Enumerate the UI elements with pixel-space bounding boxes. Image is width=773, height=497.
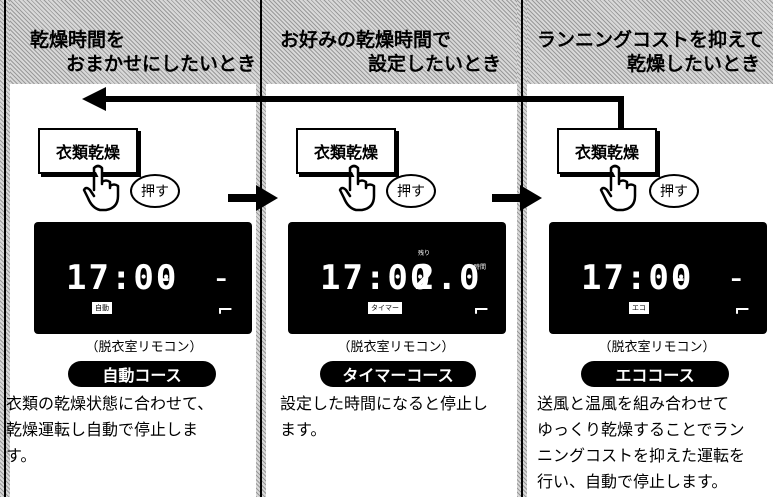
column-header: ランニングコストを抑えて 乾燥したいとき [537,28,764,76]
course-description: 設定した時間になると停止し ます。 [280,391,488,443]
left-border [0,0,10,497]
course-badge: タイマーコース [320,361,476,387]
hand-pointer-icon [338,164,376,212]
header-line-1: お好みの乾燥時間で [280,29,452,51]
lcd-value: - - [669,258,755,298]
lcd-unit-label: 時間 [474,264,487,271]
header-line-1: ランニングコストを抑えて [537,29,765,51]
return-arrow-head [82,87,106,111]
remote-caption: （脱衣室リモコン） [337,340,455,355]
lcd-mode-tag: 自動 [92,302,112,314]
press-label: 押す [386,174,436,208]
desc-line: ニングコストを抑えた運転を [537,446,746,465]
header-line-2: 設定したいとき [368,53,502,75]
desc-line: す。 [6,446,37,465]
hand-pointer-icon [599,164,637,212]
remote-lcd-display: 17:00 - - 自動 ⌐ [34,222,252,334]
arrow-right-icon [492,185,542,211]
lcd-time: 17:00 [581,258,694,298]
course-description: 衣類の乾燥状態に合わせて、 乾燥運転し自動で停止しま す。 [6,391,213,469]
return-arrow-icon [104,96,624,102]
desc-line: 乾燥運転し自動で停止しま [6,420,199,439]
press-label: 押す [130,174,180,208]
lcd-indicator: ⌐ [218,296,233,324]
column-header: お好みの乾燥時間で 設定したいとき [280,28,501,76]
remote-caption: （脱衣室リモコン） [85,340,203,355]
remote-lcd-display: 17:00 残り 2.0 時間 タイマー ⌐ [288,222,506,334]
lcd-indicator: ⌐ [474,296,489,324]
desc-line: ます。 [280,420,327,439]
course-badge: エココース [581,361,729,387]
hand-pointer-icon [82,164,120,212]
lcd-mode-tag: エコ [629,302,649,314]
desc-line: 衣類の乾燥状態に合わせて、 [6,394,214,413]
desc-line: 送風と温風を組み合わせて [537,394,730,413]
press-label: 押す [649,174,699,208]
clothes-dry-button[interactable]: 衣類乾燥 [296,128,396,174]
clothes-dry-button[interactable]: 衣類乾燥 [557,128,657,174]
lcd-time: 17:00 [66,258,179,298]
desc-line: ゆっくり乾燥することでラン [537,420,745,439]
course-badge: 自動コース [68,361,216,387]
lcd-mode-tag: タイマー [368,302,402,314]
desc-line: 設定した時間になると停止し [280,394,489,413]
lcd-time: 17:00 [320,258,433,298]
header-line-2: おまかせにしたいとき [66,53,257,75]
column-timer-course: お好みの乾燥時間で 設定したいとき 衣類乾燥 押す 17:00 残り 2.0 時… [266,0,517,497]
column-auto-course: 乾燥時間を おまかせにしたいとき 衣類乾燥 押す 17:00 - - 自動 ⌐ … [6,0,256,497]
lcd-value: 2.0 [414,258,482,298]
arrow-right-icon [228,185,278,211]
header-line-1: 乾燥時間を [30,29,126,51]
return-arrow-riser [618,96,624,128]
lcd-indicator: ⌐ [735,296,750,324]
header-line-2: 乾燥したいとき [627,53,761,75]
remote-lcd-display: 17:00 - - エコ ⌐ [549,222,767,334]
lcd-remaining-label: 残り [418,250,431,257]
column-header: 乾燥時間を おまかせにしたいとき [30,28,256,76]
column-divider-1 [256,0,266,497]
column-divider-2 [517,0,527,497]
column-eco-course: ランニングコストを抑えて 乾燥したいとき 衣類乾燥 押す 17:00 - - エ… [527,0,773,497]
clothes-dry-button[interactable]: 衣類乾燥 [38,128,138,174]
desc-line: 行い、自動で停止します。 [537,472,728,491]
course-description: 送風と温風を組み合わせて ゆっくり乾燥することでラン ニングコストを抑えた運転を… [537,391,745,495]
lcd-value: - - [154,258,240,298]
header-bar [0,0,773,84]
remote-caption: （脱衣室リモコン） [598,340,716,355]
